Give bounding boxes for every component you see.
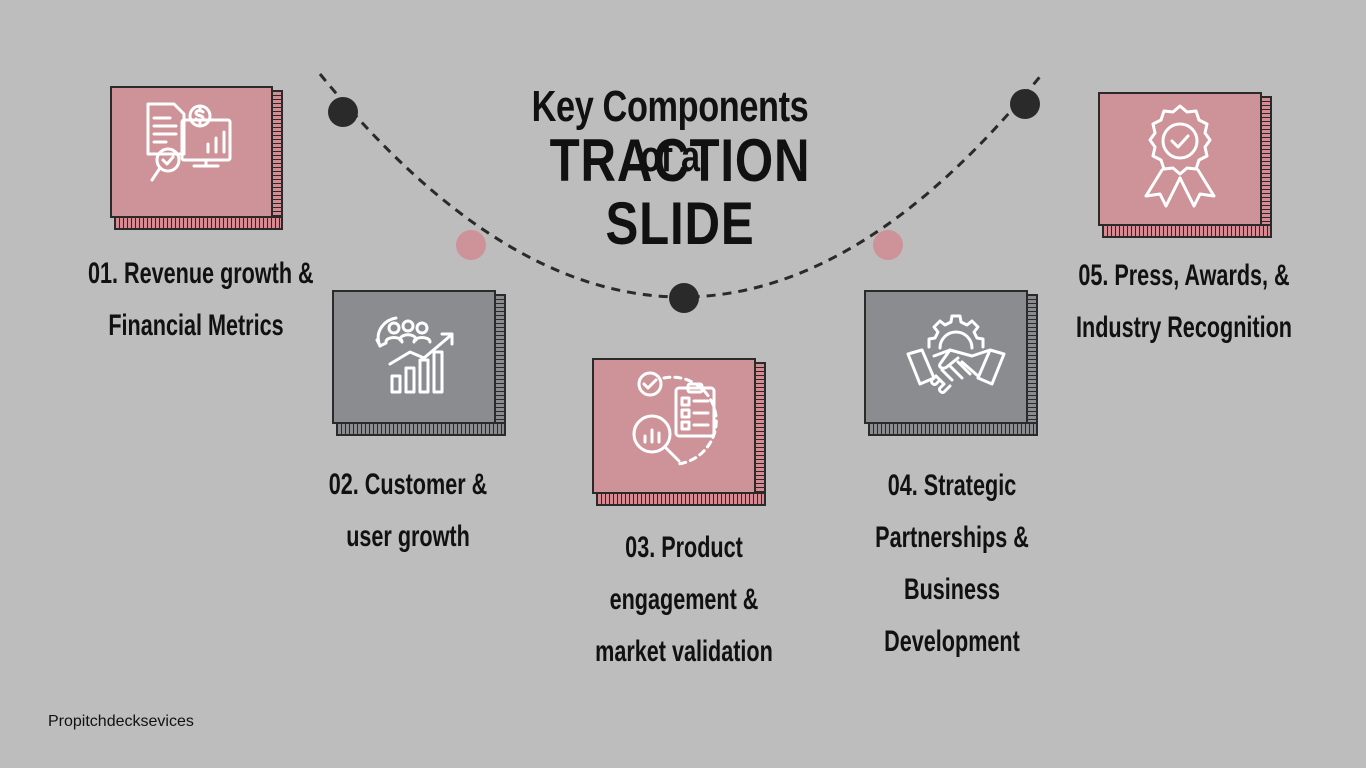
component-label-4: 04. Strategic Partnerships & Business De…	[802, 460, 1102, 668]
component-label-1-line-1: 01. Revenue growth &	[87, 257, 314, 290]
component-label-5: 05. Press, Awards, & Industry Recognitio…	[1034, 250, 1334, 354]
component-label-1-line-2: Financial Metrics	[108, 309, 284, 342]
component-label-3: 03. Product engagement & market validati…	[534, 522, 834, 678]
component-label-4-line-2: Partnerships &	[875, 521, 1029, 554]
handshake-gear-icon	[906, 314, 1006, 394]
component-label-4-line-3: Business	[903, 573, 1001, 606]
component-label-3-line-3: market validation	[595, 635, 773, 668]
component-label-5-line-2: Industry Recognition	[1076, 311, 1292, 344]
arc-dot-dark-right	[1010, 89, 1040, 119]
component-label-1: 01. Revenue growth & Financial Metrics	[46, 248, 346, 352]
component-label-4-line-4: Development	[884, 625, 1020, 658]
component-label-3-line-2: engagement &	[609, 583, 759, 616]
component-box-3	[592, 358, 768, 508]
financial-report-icon	[146, 102, 232, 182]
title-line-1: Key Components of a	[531, 82, 809, 181]
component-box-2	[332, 290, 508, 438]
arc-dot-dark-left	[328, 97, 358, 127]
component-label-2: 02. Customer & user growth	[258, 459, 558, 563]
footer-credit: Propitchdecksevices	[48, 713, 194, 730]
arc-dot-pink-left	[456, 230, 486, 260]
component-label-5-line-1: 05. Press, Awards, &	[1078, 259, 1290, 292]
arc-dot-pink-right	[873, 230, 903, 260]
title-line-2: TRACTION	[549, 127, 811, 194]
component-box-1	[110, 86, 285, 232]
component-label-2-line-2: user growth	[346, 520, 470, 553]
award-badge-icon	[1144, 104, 1216, 208]
component-box-5	[1098, 92, 1274, 240]
component-label-3-line-1: 03. Product	[625, 531, 743, 564]
component-box-4	[864, 290, 1040, 438]
component-label-4-line-1: 04. Strategic	[887, 469, 1017, 502]
title-line-3: SLIDE	[605, 190, 755, 257]
customer-growth-icon	[375, 316, 454, 394]
component-label-2-line-1: 02. Customer &	[328, 468, 488, 501]
market-validation-icon	[632, 371, 718, 466]
arc-dot-dark-center	[669, 283, 699, 313]
